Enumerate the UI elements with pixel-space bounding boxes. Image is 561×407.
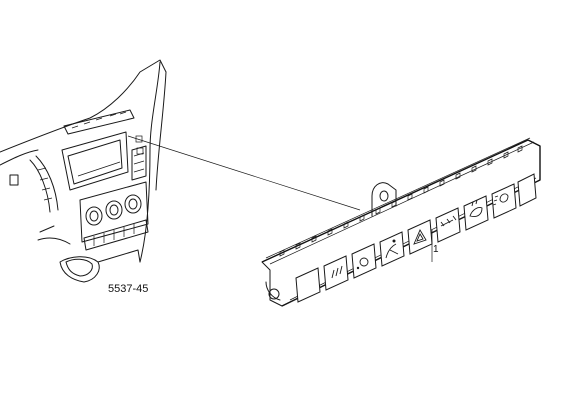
- key-diff-lock: [435, 207, 461, 243]
- differential-lock-icon: [440, 215, 457, 227]
- key-hazard: [407, 219, 433, 255]
- fog-light-icon: [359, 257, 369, 267]
- key-headlight-adjust: [491, 183, 517, 219]
- blank-key: [295, 267, 321, 303]
- rear-window-heater-icon: [331, 265, 343, 279]
- key-rear-window-heater: [323, 255, 349, 291]
- headlight-adjust-icon: [499, 193, 509, 203]
- blank-key: [517, 173, 537, 207]
- hazard-warning-icon: [413, 229, 427, 245]
- seat-belt-icon: [385, 243, 399, 259]
- cab-heater-icon: [469, 207, 483, 217]
- key-seat-belt: [379, 231, 405, 267]
- figure-code: 5537-45: [108, 283, 149, 295]
- switch-keys: [295, 173, 537, 303]
- leader-line: [127, 135, 361, 211]
- key-fog-light: [351, 243, 377, 279]
- part-number-label: 1: [433, 244, 439, 255]
- key-cab-heater: [463, 195, 489, 231]
- dashboard-view: [0, 59, 167, 283]
